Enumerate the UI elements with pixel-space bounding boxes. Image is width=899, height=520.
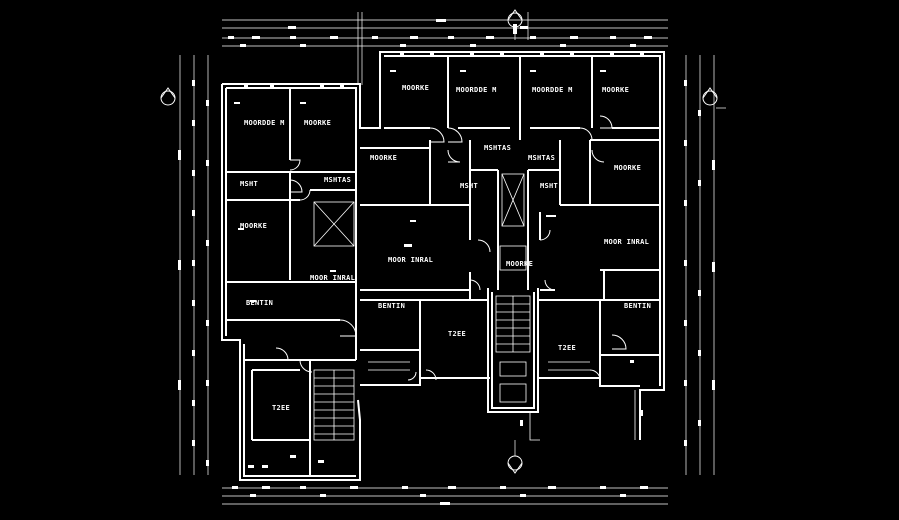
section-marker-icon	[160, 87, 176, 106]
stair-left	[313, 369, 355, 441]
room-label: MSHTAS	[324, 176, 351, 184]
left-dimension-lines	[178, 55, 209, 475]
room-label: MOORKE	[304, 119, 331, 127]
room-label: MOOR INRAL	[310, 274, 355, 282]
room-label: MOORKE	[614, 164, 641, 172]
stair-middle	[495, 295, 531, 403]
room-label: MSHT	[540, 182, 558, 190]
room-label: MOORDDE M	[456, 86, 497, 94]
room-label: MOORDDE M	[532, 86, 573, 94]
room-label: MOORKE	[370, 154, 397, 162]
top-dimension-lines	[222, 19, 668, 47]
window-marks	[234, 52, 644, 468]
room-label: MSHT	[460, 182, 478, 190]
room-label: BENTIN	[624, 302, 651, 310]
room-label: T2EE	[448, 330, 466, 338]
room-labels: MOORKE MOORDDE M MOORDDE M MOORKE MOORDD…	[240, 84, 651, 412]
room-label: MOORKE	[240, 222, 267, 230]
interior-walls	[226, 56, 660, 476]
room-label: MOORKE	[506, 260, 533, 268]
section-marker-icon	[507, 9, 523, 40]
room-label: MOORKE	[402, 84, 429, 92]
building-outline	[221, 51, 665, 481]
section-marker-icon	[507, 440, 523, 474]
room-label: MSHTAS	[528, 154, 555, 162]
section-marker-icon	[702, 87, 726, 109]
room-label: BENTIN	[378, 302, 405, 310]
right-dimension-lines	[684, 55, 715, 475]
room-label: MOOR INRAL	[388, 256, 433, 264]
door-swing-icon	[275, 115, 627, 381]
room-label: MOORKE	[602, 86, 629, 94]
room-label: T2EE	[558, 344, 576, 352]
room-label: MOORDDE M	[244, 119, 285, 127]
room-label: MSHT	[240, 180, 258, 188]
room-label: MOOR INRAL	[604, 238, 649, 246]
bottom-dimension-lines	[222, 486, 668, 505]
room-label: BENTIN	[246, 299, 273, 307]
room-label: T2EE	[272, 404, 290, 412]
room-label: MSHTAS	[484, 144, 511, 152]
